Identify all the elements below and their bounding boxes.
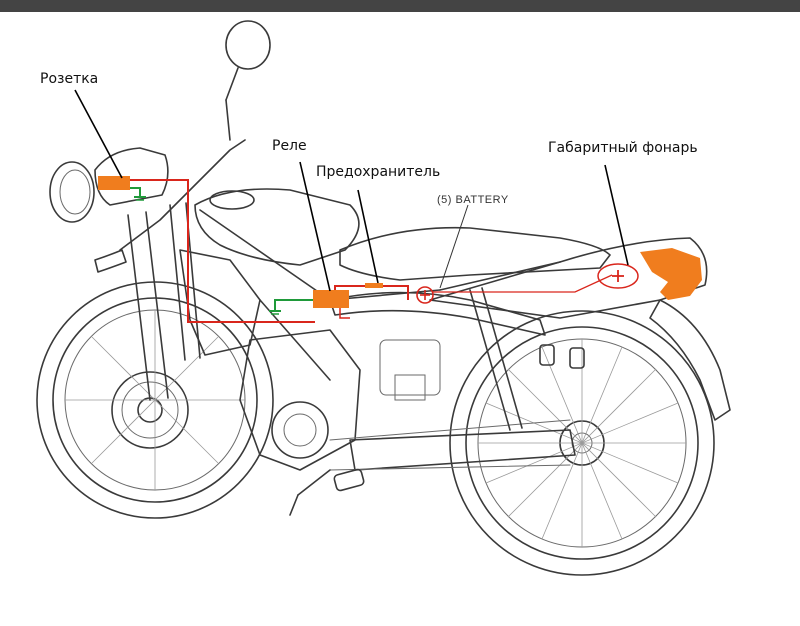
wiring xyxy=(125,179,613,323)
clearance-light-component xyxy=(597,248,702,300)
instrument-cluster xyxy=(94,147,169,206)
leader-fuse xyxy=(357,189,379,284)
seat xyxy=(339,226,611,281)
footpegs xyxy=(333,344,585,492)
swingarm xyxy=(329,419,576,471)
engine xyxy=(239,329,441,471)
exhaust xyxy=(329,291,546,336)
mirror xyxy=(225,20,271,141)
headlight xyxy=(49,161,95,223)
wire-socket-to-relay xyxy=(125,179,315,323)
fuse-component xyxy=(365,283,383,288)
label-battery: (5) BATTERY xyxy=(437,194,509,206)
socket-component xyxy=(98,176,130,190)
handlebar xyxy=(119,139,246,251)
rear-mudguard xyxy=(649,299,731,421)
rear-wheel xyxy=(449,310,715,576)
leader-battery xyxy=(439,204,469,289)
motorcycle-illustration xyxy=(36,20,731,576)
leader-clearance-light xyxy=(604,164,629,266)
label-relay: Реле xyxy=(272,138,307,154)
scan-top-edge xyxy=(0,0,800,12)
wire-ground-socket xyxy=(128,187,141,196)
front-fork xyxy=(127,202,201,401)
fuel-tank xyxy=(194,188,360,266)
wire-ground-relay xyxy=(274,299,315,310)
relay-component xyxy=(313,290,349,308)
leader-relay xyxy=(299,161,331,292)
label-fuse: Предохранитель xyxy=(316,164,440,180)
wire-battery-to-light xyxy=(432,274,613,293)
side-shroud xyxy=(179,249,261,356)
label-socket: Розетка xyxy=(40,71,98,87)
rear-fender xyxy=(429,237,708,319)
front-wheel xyxy=(36,281,274,519)
leader-socket xyxy=(74,89,123,179)
label-clearance-light: Габаритный фонарь xyxy=(548,140,698,156)
battery-terminal-symbol xyxy=(416,286,434,304)
